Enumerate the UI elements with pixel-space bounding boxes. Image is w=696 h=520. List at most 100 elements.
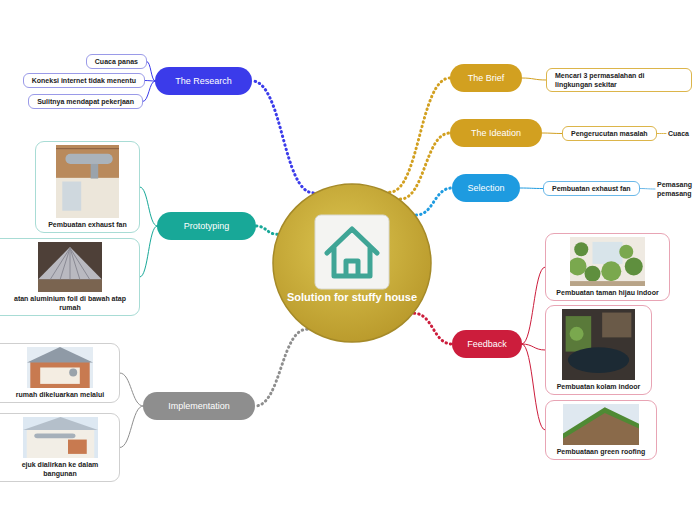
branch-label: The Ideation <box>462 119 530 147</box>
image-card: Pembuataan green roofing <box>545 400 657 460</box>
illustration-shape <box>27 347 93 388</box>
branch-connector <box>522 78 546 80</box>
node-label: Pembuatan exhaust fan <box>40 220 135 229</box>
branch-label: Feedback <box>464 330 510 358</box>
subtopic-text: Cuaca <box>666 127 691 140</box>
illustration-shape <box>23 417 98 458</box>
branch-connector <box>416 188 452 215</box>
illustration-shape <box>570 327 584 341</box>
branch-connector <box>147 62 155 82</box>
node-label: Pembuatan exhaust fan <box>552 184 631 193</box>
branch-topic: Feedback <box>452 330 522 358</box>
branch-connector <box>140 226 157 277</box>
illustration-shape <box>568 347 629 373</box>
node-label: Cuaca panas <box>95 57 138 66</box>
node-label: Mencari 3 permasalahan di lingkungan sek… <box>555 71 683 89</box>
illustration-shape <box>56 148 119 149</box>
illustration-shape <box>570 257 587 275</box>
photo-illustration <box>563 404 639 445</box>
illustration-shape <box>62 182 81 211</box>
node-label: ejuk dialirkan ke dalam bangunan <box>5 460 115 478</box>
image-card: Pembuatan kolam indoor <box>545 305 652 395</box>
branch-topic: Prototyping <box>157 212 256 240</box>
branch-connector <box>640 188 655 190</box>
node-label: Pembuataan green roofing <box>550 447 652 456</box>
illustration-shape <box>40 368 80 384</box>
illustration-shape <box>68 440 87 454</box>
photo-illustration <box>570 237 645 286</box>
branch-label: The Research <box>167 67 240 95</box>
subtopic-box: Sulitnya mendapat pekerjaan <box>28 94 143 109</box>
node-label: atan aluminium foil di bawah atap rumah <box>5 294 135 312</box>
branch-topic: The Brief <box>450 64 522 92</box>
branch-label: Implementation <box>155 392 243 420</box>
illustration-shape <box>574 242 588 256</box>
illustration-shape <box>23 417 98 430</box>
central-circle-shape <box>273 184 431 342</box>
illustration-shape <box>59 248 70 282</box>
photo-illustration <box>562 309 635 380</box>
node-label: Pembuatan taman hijau indoor <box>550 288 665 297</box>
illustration-shape <box>566 316 592 352</box>
house-symbol <box>327 229 377 276</box>
illustration-shape <box>70 248 81 282</box>
branch-connector <box>389 78 450 192</box>
image-card: Pembuatan taman hijau indoor <box>545 233 670 301</box>
branch-label: Prototyping <box>169 212 244 240</box>
illustration-shape <box>65 154 112 164</box>
subtopic-box: Cuaca panas <box>86 54 147 69</box>
branch-label: The Brief <box>462 64 510 92</box>
branch-topic: Implementation <box>143 392 255 420</box>
photo-illustration <box>23 417 98 458</box>
photo-illustration <box>56 145 119 218</box>
illustration-shape <box>91 164 99 179</box>
illustration-shape <box>49 248 70 282</box>
branch-connector <box>120 373 143 406</box>
illustration-shape <box>34 433 75 438</box>
image-card: atan aluminium foil di bawah atap rumah <box>0 238 140 316</box>
branch-connector <box>140 187 157 226</box>
branch-connector <box>520 188 543 190</box>
subtopic-box: Pembuatan exhaust fan <box>543 181 640 196</box>
illustration-shape <box>70 248 71 282</box>
branch-topic: The Research <box>155 67 252 95</box>
illustration-shape <box>602 313 631 338</box>
branch-connector <box>657 133 666 134</box>
illustration-shape <box>593 242 623 264</box>
central-topic: Solution for stuffy house <box>272 183 432 343</box>
illustration-shape <box>601 261 621 281</box>
branch-connector <box>542 133 562 135</box>
subtopic-box: Mencari 3 permasalahan di lingkungan sek… <box>546 68 692 92</box>
illustration-shape <box>56 145 119 218</box>
subtopic-box: Koneksi internet tidak menentu <box>23 73 145 88</box>
branch-connector <box>400 133 450 199</box>
illustration-shape <box>69 368 77 376</box>
illustration-shape <box>56 178 119 218</box>
illustration-shape <box>27 347 93 363</box>
illustration-shape <box>570 281 645 286</box>
illustration-shape <box>38 242 102 292</box>
house-icon <box>315 215 389 289</box>
branch-topic: Selection <box>452 174 520 202</box>
branch-topic: The Ideation <box>450 119 542 147</box>
branch-connector <box>255 329 307 406</box>
image-card: Pembuatan exhaust fan <box>35 141 140 233</box>
subtopic-text: Pemasang pemasang <box>655 178 695 200</box>
node-label: Pengerucutan masalah <box>571 129 648 138</box>
illustration-shape <box>585 266 601 282</box>
node-label: Koneksi internet tidak menentu <box>32 76 136 85</box>
illustration-shape <box>562 309 635 380</box>
branch-connector <box>143 81 155 102</box>
branch-connector <box>522 267 545 344</box>
photo-illustration <box>27 347 93 388</box>
subtopic-box: Pengerucutan masalah <box>562 126 657 141</box>
illustration-shape <box>563 404 639 445</box>
central-title: Solution for stuffy house <box>272 291 432 304</box>
illustration-shape <box>619 245 633 259</box>
branch-connector <box>256 226 277 234</box>
branch-connector <box>252 81 313 193</box>
central-circle <box>272 183 432 343</box>
branch-label: Selection <box>464 174 508 202</box>
node-label: Sulitnya mendapat pekerjaan <box>37 97 134 106</box>
